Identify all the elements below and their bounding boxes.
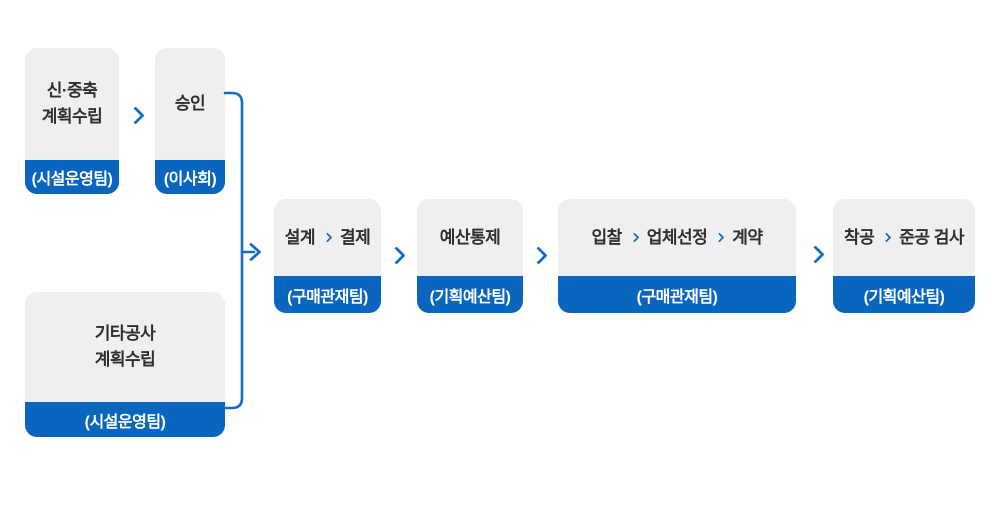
team-band: (구매관재팀) — [558, 276, 796, 313]
step-chevron-icon — [322, 232, 333, 243]
node-text-line: 예산통제 — [439, 227, 501, 247]
team-band: (구매관재팀) — [274, 276, 381, 313]
node-design-payment-label: 설계 결제 — [274, 199, 381, 276]
team-band: (시설운영팀) — [25, 402, 225, 437]
step-chevron-icon — [881, 232, 892, 243]
node-text-line: 기타공사 — [94, 324, 156, 343]
node-text-line: 신·중축 — [46, 81, 98, 100]
step-label: 준공 검사 — [899, 227, 965, 247]
node-approval-label: 승인 — [155, 48, 225, 160]
team-band: (기획예산팀) — [417, 276, 523, 313]
chevron-right-icon — [126, 106, 145, 125]
step-label: 입찰 — [591, 227, 622, 247]
node-start-completion: 착공 준공 검사 (기획예산팀) — [833, 199, 975, 313]
node-bid-select-contract: 입찰 업체선정 계약 (구매관재팀) — [558, 199, 796, 313]
node-start-completion-label: 착공 준공 검사 — [833, 199, 975, 276]
step-chevron-icon — [629, 232, 640, 243]
step-label: 계약 — [732, 227, 763, 247]
node-text-line: 승인 — [174, 94, 206, 113]
node-other-construction-plan: 기타공사 계획수립 (시설운영팀) — [25, 292, 225, 437]
node-other-construction-plan-label: 기타공사 계획수립 — [25, 292, 225, 402]
step-label: 설계 — [284, 227, 316, 247]
node-design-payment: 설계 결제 (구매관재팀) — [274, 199, 381, 313]
chevron-right-icon — [806, 245, 825, 264]
node-bid-select-contract-label: 입찰 업체선정 계약 — [558, 199, 796, 276]
node-budget-control-label: 예산통제 — [417, 199, 523, 276]
node-text-line: 계획수립 — [41, 107, 103, 126]
step-label: 결제 — [340, 227, 371, 247]
node-new-extension-plan-label: 신·중축 계획수립 — [25, 48, 119, 160]
step-label: 착공 — [843, 227, 875, 247]
node-budget-control: 예산통제 (기획예산팀) — [417, 199, 523, 313]
team-band: (시설운영팀) — [25, 160, 119, 194]
team-band: (기획예산팀) — [833, 276, 975, 313]
chevron-right-icon — [529, 246, 548, 265]
node-new-extension-plan: 신·중축 계획수립 (시설운영팀) — [25, 48, 119, 194]
node-approval: 승인 (이사회) — [155, 48, 225, 194]
team-band: (이사회) — [155, 160, 225, 194]
step-label: 업체선정 — [646, 227, 708, 247]
chevron-right-icon — [387, 246, 406, 265]
merge-bracket-arrow-icon — [223, 91, 261, 410]
step-chevron-icon — [714, 232, 725, 243]
node-text-line: 계획수립 — [94, 350, 156, 369]
